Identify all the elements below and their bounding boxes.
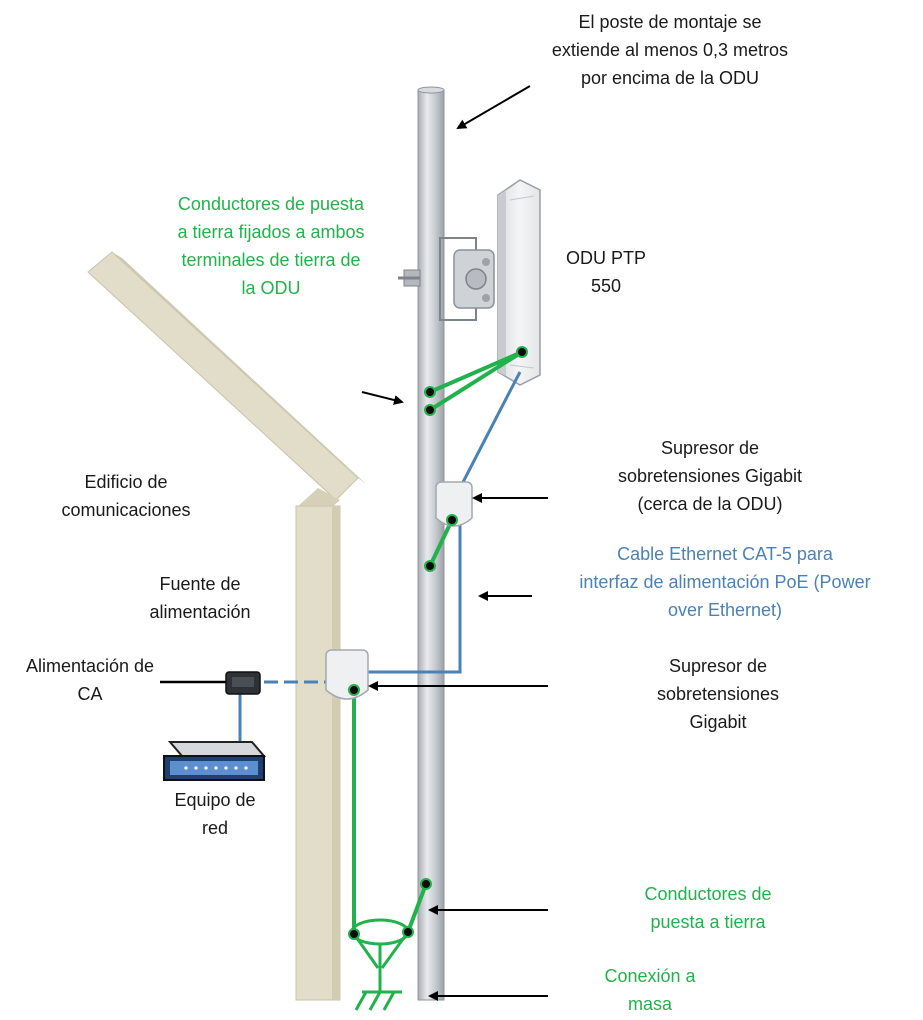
ethernet-cable xyxy=(238,371,522,746)
odu-bracket xyxy=(398,237,495,321)
grounding-conductors xyxy=(350,350,524,1011)
surge-suppressor-bottom xyxy=(325,649,369,700)
network-equipment xyxy=(163,741,267,781)
odu-unit xyxy=(497,179,541,386)
connection-points xyxy=(348,346,528,940)
power-supply xyxy=(225,671,261,695)
pointer-arrows xyxy=(361,85,548,1001)
building xyxy=(87,251,366,1001)
